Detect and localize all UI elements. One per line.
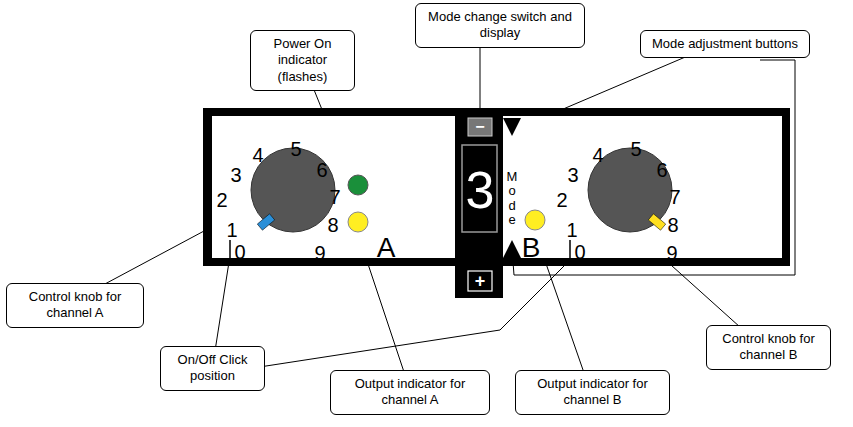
knob-pointer	[648, 214, 665, 230]
dial-number: 9	[666, 243, 677, 263]
dial-number: 8	[327, 215, 338, 235]
dial-number: 9	[314, 243, 325, 263]
dial-number: 0	[234, 242, 245, 262]
callout-text: Output indicator for channel A	[338, 376, 482, 409]
callout-text: Mode change switch and display	[423, 9, 577, 42]
callout-text: Mode adjustment buttons	[648, 36, 802, 52]
dial-number: 1	[566, 220, 577, 240]
callout-box: Output indicator for channel A	[330, 370, 490, 415]
mode-digit: 3	[466, 164, 495, 216]
mode-display	[462, 145, 497, 232]
leader-line	[240, 263, 567, 370]
dial-number: 2	[216, 190, 227, 210]
callout-text: Power On indicator (flashes)	[258, 36, 347, 85]
dial-number: 6	[316, 160, 327, 180]
callout-box: Mode adjustment buttons	[640, 30, 810, 58]
off-click-tick	[569, 240, 571, 258]
dial-number: 0	[574, 242, 585, 262]
callout-text: Control knob for channel B	[714, 331, 823, 364]
knob-pointer	[257, 214, 274, 230]
callout-box: Power On indicator (flashes)	[250, 30, 355, 91]
dial-number: 7	[669, 187, 680, 207]
callout-box: On/Off Click position	[160, 346, 265, 391]
power-led	[348, 175, 368, 195]
dial-number: 4	[252, 145, 263, 165]
callout-box: Mode change switch and display	[415, 3, 585, 48]
callout-box: Control knob for channel B	[706, 325, 831, 370]
button-symbol: +	[475, 272, 486, 290]
plus-button	[468, 271, 492, 291]
dial-number: 6	[656, 160, 667, 180]
dial-number: 5	[630, 139, 641, 159]
mode-caption: Mode	[506, 170, 518, 227]
dial-number: 1	[226, 220, 237, 240]
callout-text: Output indicator for channel B	[523, 376, 662, 409]
dial-number: 3	[230, 165, 241, 185]
output-led	[348, 212, 368, 232]
off-click-tick	[229, 240, 231, 258]
dial-number: 7	[329, 187, 340, 207]
dial-number: 4	[592, 145, 603, 165]
dial-number: 3	[567, 165, 578, 185]
callout-box: Control knob for channel A	[6, 283, 144, 328]
leader-lines	[75, 40, 795, 390]
display-strip	[455, 108, 503, 298]
channel-letter: A	[377, 234, 396, 262]
button-symbol: −	[475, 119, 484, 135]
leader-line	[480, 40, 481, 110]
callout-text: On/Off Click position	[168, 352, 257, 385]
callout-box: Output indicator for channel B	[515, 370, 670, 415]
dial-number: 2	[556, 190, 567, 210]
minus-button	[468, 118, 492, 136]
callout-text: Control knob for channel A	[14, 289, 136, 322]
dial-number: 8	[667, 215, 678, 235]
mode-down-triangle	[503, 118, 521, 136]
mode-up-triangle	[503, 240, 521, 258]
channel-b-panel	[503, 116, 782, 258]
channel-letter: B	[522, 234, 541, 262]
dial-number: 5	[290, 139, 301, 159]
channel-a-panel	[212, 116, 455, 258]
output-led	[525, 210, 545, 230]
control-knob	[251, 148, 335, 232]
